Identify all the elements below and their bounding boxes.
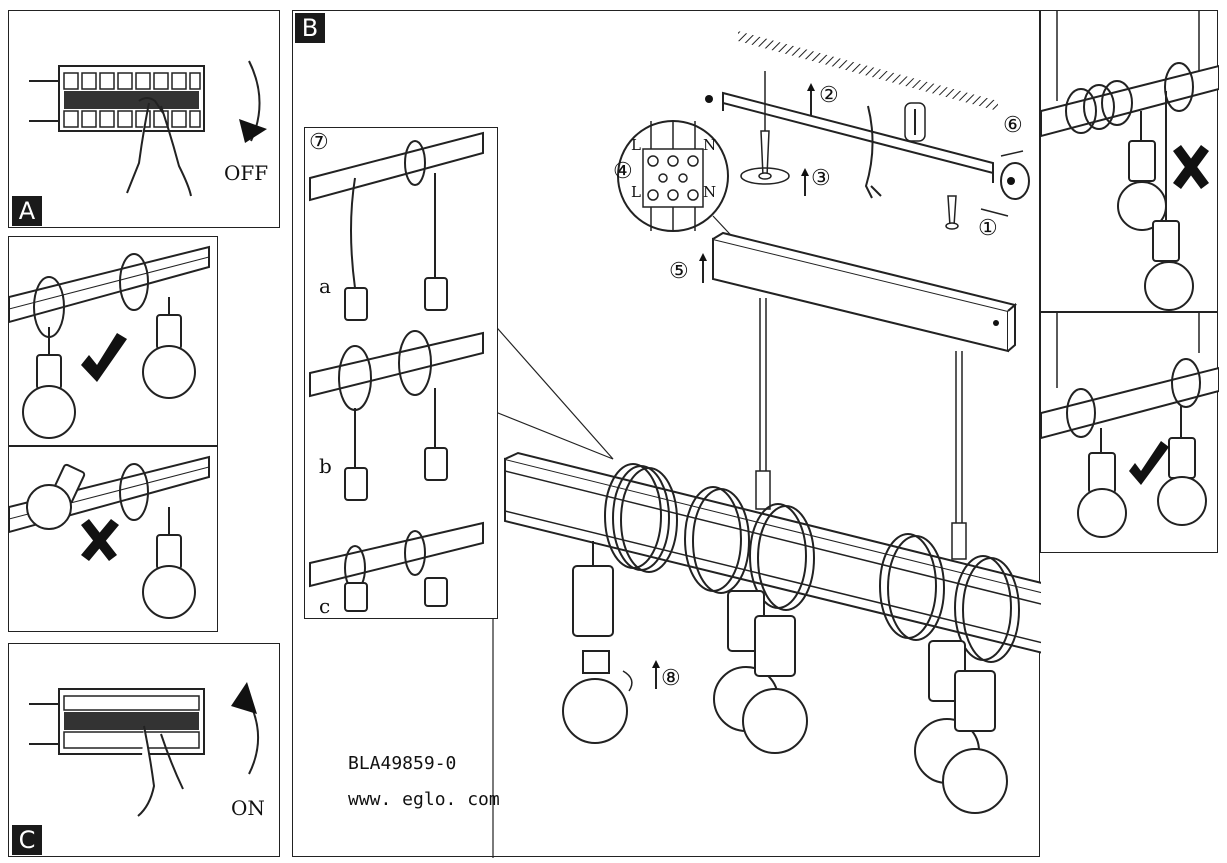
step-4-label: ④: [613, 159, 633, 184]
correct-hanging-illustration: [9, 245, 210, 439]
ceiling-mount-illustration: [490, 31, 1030, 858]
breaker-on-illustration: [29, 688, 205, 817]
breaker-off-illustration: [29, 65, 205, 197]
beam-with-pendants-illustration: [504, 451, 1041, 814]
step-6-label: ⑥: [1003, 113, 1023, 138]
cross-icon: [81, 519, 119, 561]
wrapping-steps-illustration: [309, 131, 484, 612]
panel-b-installation: B: [292, 10, 1041, 858]
panel-c-switch-on: C ON: [8, 643, 280, 857]
checkmark-icon: [1129, 441, 1169, 485]
option-c-label: c: [319, 594, 331, 618]
step-3-label: ③: [811, 166, 831, 191]
website-url: www. eglo. com: [348, 789, 500, 810]
arrow-down-icon: [239, 60, 267, 143]
terminal-n-top: N: [703, 136, 717, 154]
hanging-correct-panel: [8, 236, 218, 446]
wrapping-steps-inset: ⑦ a b c: [304, 127, 498, 619]
step-7-label: ⑦: [309, 130, 329, 155]
tangled-incorrect-panel: [1040, 10, 1219, 312]
hanging-correct-right-panel: [1040, 312, 1219, 553]
arrow-up-icon: [231, 682, 259, 775]
resting-incorrect-panel: [8, 446, 218, 632]
step-8-label: ⑧: [661, 666, 681, 691]
terminal-n-bottom: N: [703, 183, 717, 201]
option-b-label: b: [319, 454, 332, 478]
on-label: ON: [231, 796, 265, 820]
panel-a-switch-off: A OFF: [8, 10, 280, 228]
terminal-l-top: L: [631, 136, 641, 154]
terminal-l-bottom: L: [631, 183, 641, 201]
checkmark-icon: [81, 333, 127, 382]
step-5-label: ⑤: [669, 259, 689, 284]
step-2-label: ②: [819, 83, 839, 108]
option-a-label: a: [319, 274, 331, 298]
product-code: BLA49859-0: [348, 753, 457, 774]
cross-icon: [1173, 145, 1209, 189]
panel-a-tag: A: [12, 196, 42, 226]
step-1-label: ①: [978, 216, 998, 241]
off-label: OFF: [224, 161, 269, 185]
tangled-cable-illustration: [1041, 11, 1219, 311]
correct-right-illustration: [1041, 313, 1219, 538]
incorrect-resting-illustration: [9, 455, 210, 619]
panel-b-tag: B: [295, 13, 325, 43]
panel-c-tag: C: [12, 825, 42, 855]
